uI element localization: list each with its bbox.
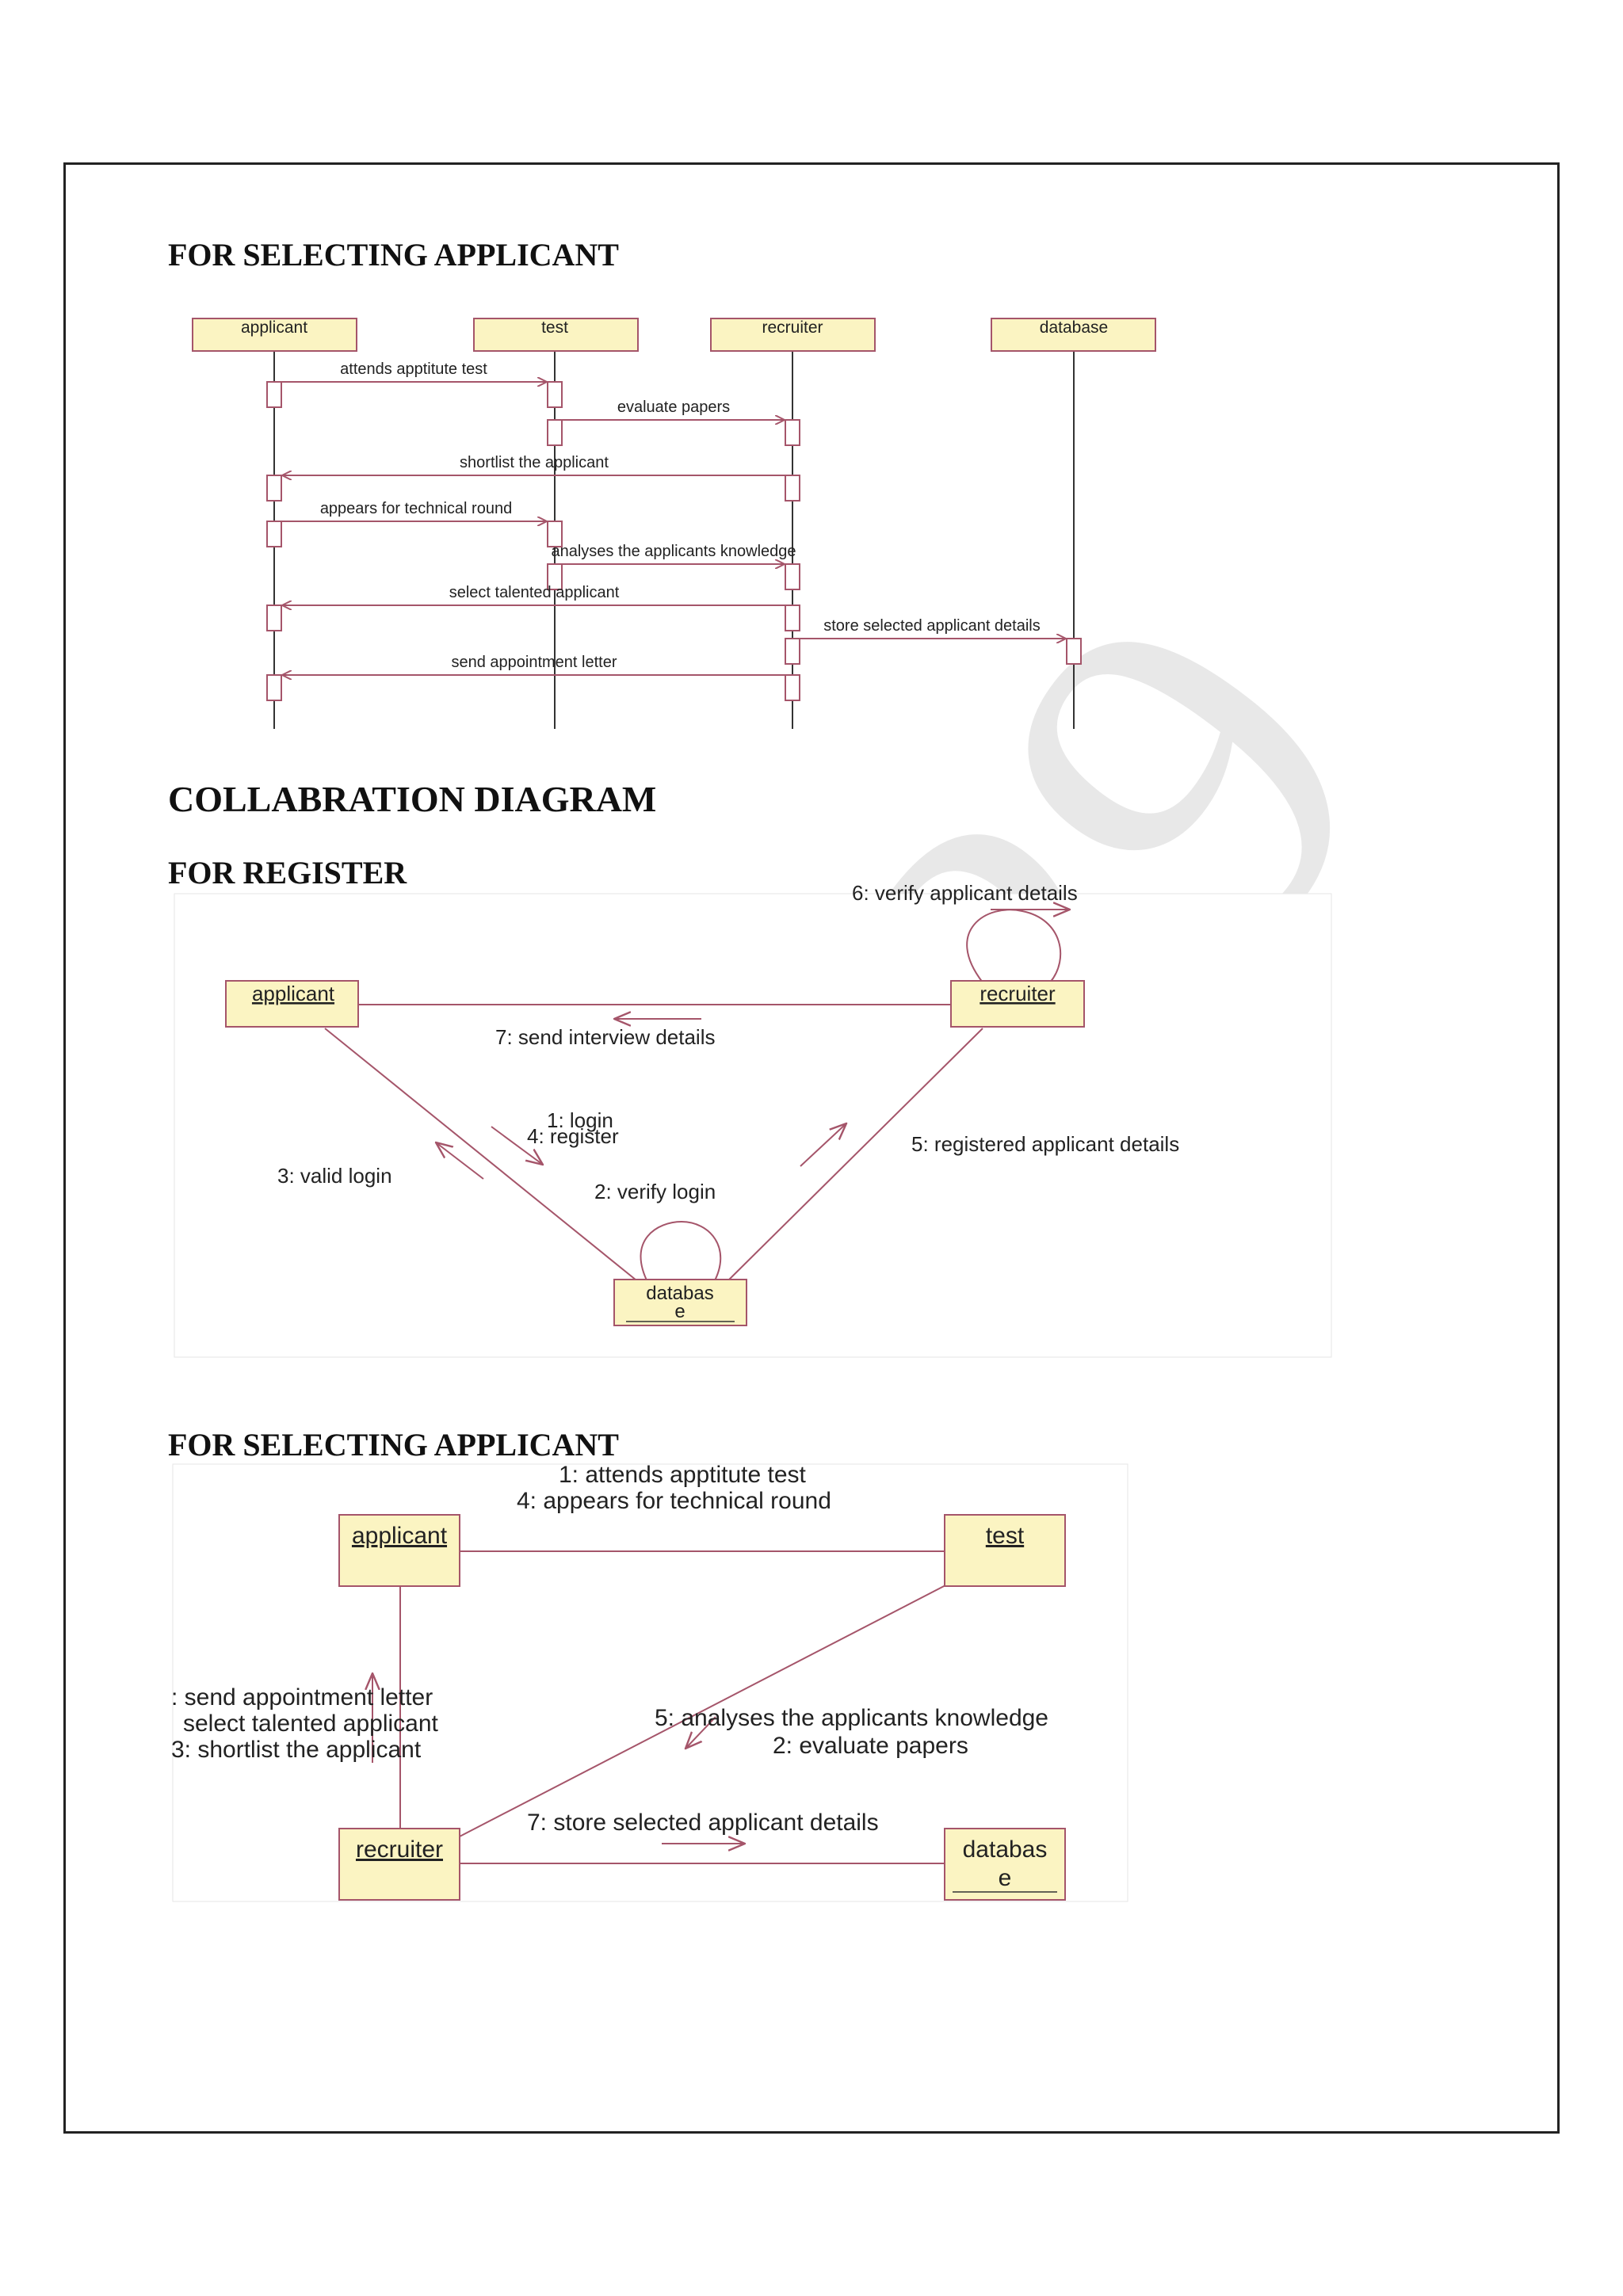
- self-loop-recruiter: [966, 909, 1062, 983]
- seq-message-label: shortlist the applicant: [460, 454, 609, 471]
- collab-sel-object-recruiter: [338, 1828, 460, 1901]
- collab-register-panel: [174, 893, 1332, 1358]
- collab-reg-object-database: [613, 1279, 747, 1326]
- msg-label: select talented applicant: [183, 1711, 439, 1737]
- seq-object-applicant: [192, 318, 357, 352]
- msg-label: 1: login: [547, 1108, 613, 1132]
- collab-sel-object-database: [944, 1828, 1066, 1901]
- activation: [266, 674, 282, 701]
- link-recruiter-database: [724, 1028, 983, 1284]
- msg-label: 3: shortlist the applicant: [171, 1737, 422, 1763]
- seq-message-label: appears for technical round: [320, 500, 512, 517]
- link-recruiter-test: [459, 1584, 948, 1837]
- collab-sel-object-test-label: test: [986, 1523, 1025, 1549]
- msg-label: 4: register: [527, 1124, 619, 1148]
- page-frame: [63, 162, 1560, 2134]
- heading-sequence-selecting: FOR SELECTING APPLICANT: [168, 237, 619, 273]
- seq-object-test-label: test: [541, 318, 568, 337]
- msg-arrow: [491, 1126, 543, 1165]
- seq-message-label: attends apptitute test: [340, 360, 487, 378]
- collab-reg-object-database-label2: e: [674, 1301, 685, 1322]
- activation: [266, 521, 282, 547]
- activation: [785, 475, 800, 502]
- activation: [785, 605, 800, 631]
- msg-arrow: [685, 1716, 716, 1749]
- seq-message-label: send appointment letter: [451, 654, 617, 671]
- msg-arrow: [436, 1142, 484, 1180]
- seq-object-test: [473, 318, 639, 352]
- collab-reg-object-recruiter: [950, 980, 1085, 1028]
- link-applicant-database: [324, 1028, 641, 1284]
- activation: [547, 381, 563, 408]
- msg-label: 2: verify login: [594, 1180, 716, 1203]
- activation: [785, 638, 800, 665]
- msg-label: 1: attends apptitute test: [559, 1462, 807, 1488]
- heading-collab-register: FOR REGISTER: [168, 855, 407, 891]
- activation: [266, 605, 282, 631]
- activation: [785, 563, 800, 590]
- msg-label: : send appointment letter: [171, 1684, 433, 1711]
- msg-label: 7: store selected applicant details: [527, 1810, 879, 1836]
- msg-label: 2: evaluate papers: [773, 1733, 968, 1759]
- seq-object-recruiter-label: recruiter: [762, 318, 823, 337]
- collab-reg-object-applicant-label: applicant: [252, 982, 335, 1005]
- activation: [266, 475, 282, 502]
- activation: [785, 674, 800, 701]
- self-loop-database: [640, 1220, 722, 1284]
- collab-sel-object-test: [944, 1514, 1066, 1587]
- seq-message-label: evaluate papers: [617, 399, 730, 416]
- seq-object-database-label: database: [1040, 318, 1108, 337]
- collab-sel-object-applicant-label: applicant: [352, 1523, 448, 1549]
- seq-message-label: analyses the applicants knowledge: [551, 543, 796, 560]
- collab-sel-object-recruiter-label: recruiter: [356, 1836, 443, 1863]
- collab-sel-object-database-label2: e: [999, 1865, 1012, 1891]
- activation: [266, 381, 282, 408]
- msg-label: 3: valid login: [277, 1164, 392, 1188]
- msg-arrow: [800, 1123, 846, 1167]
- collab-reg-object-database-label: databas: [646, 1283, 713, 1304]
- activation: [1066, 638, 1082, 665]
- msg-label: 7: send interview details: [495, 1025, 715, 1049]
- seq-object-database: [991, 318, 1156, 352]
- msg-label: 5: analyses the applicants knowledge: [655, 1705, 1048, 1731]
- collab-reg-object-applicant: [225, 980, 359, 1028]
- heading-collaboration: COLLABRATION DIAGRAM: [168, 779, 657, 819]
- seq-message-label: store selected applicant details: [823, 617, 1041, 635]
- seq-object-applicant-label: applicant: [241, 318, 307, 337]
- msg-label: 5: registered applicant details: [911, 1132, 1179, 1156]
- activation: [547, 521, 563, 547]
- activation: [785, 419, 800, 446]
- collab-sel-object-applicant: [338, 1514, 460, 1587]
- seq-message-label: select talented applicant: [449, 584, 620, 601]
- collab-reg-object-recruiter-label: recruiter: [980, 982, 1056, 1005]
- heading-collab-selecting: FOR SELECTING APPLICANT: [168, 1427, 619, 1463]
- sequence-diagram: applicant test recruiter database attend…: [192, 318, 1156, 729]
- seq-object-recruiter: [710, 318, 876, 352]
- activation: [547, 563, 563, 590]
- collab-select-diagram: applicant test recruiter databas e 1: at…: [171, 1462, 1128, 1902]
- msg-label: 6: verify applicant details: [852, 881, 1078, 905]
- activation: [547, 419, 563, 446]
- msg-label: 4: appears for technical round: [517, 1488, 831, 1514]
- collab-register-diagram: applicant recruiter databas e 6: verify …: [174, 881, 1332, 1358]
- collab-sel-object-database-label: databas: [963, 1836, 1048, 1863]
